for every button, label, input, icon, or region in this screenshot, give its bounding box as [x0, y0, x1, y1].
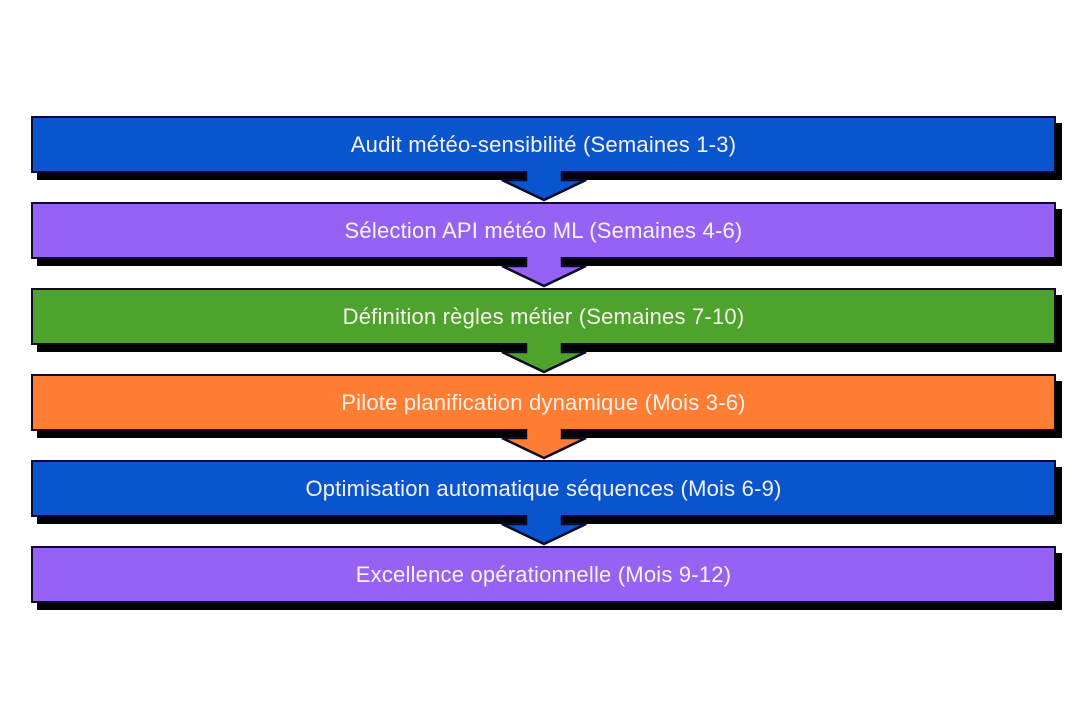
- down-arrow-icon: [500, 171, 587, 202]
- step-label: Optimisation automatique séquences (Mois…: [305, 475, 782, 501]
- process-step-3: Définition règles métier (Semaines 7-10): [31, 288, 1056, 374]
- process-step-6: Excellence opérationnelle (Mois 9-12): [31, 546, 1056, 603]
- process-flow-diagram: Audit météo-sensibilité (Semaines 1-3) S…: [31, 116, 1056, 603]
- process-step-4: Pilote planification dynamique (Mois 3-6…: [31, 374, 1056, 460]
- step-label: Audit météo-sensibilité (Semaines 1-3): [350, 131, 737, 157]
- step-bar: Optimisation automatique séquences (Mois…: [31, 460, 1056, 517]
- step-bar: Définition règles métier (Semaines 7-10): [31, 288, 1056, 345]
- step-bar: Audit météo-sensibilité (Semaines 1-3): [31, 116, 1056, 173]
- down-arrow-icon: [500, 429, 587, 460]
- process-step-2: Sélection API météo ML (Semaines 4-6): [31, 202, 1056, 288]
- step-bar: Sélection API météo ML (Semaines 4-6): [31, 202, 1056, 259]
- step-label: Sélection API météo ML (Semaines 4-6): [344, 217, 743, 243]
- step-label: Excellence opérationnelle (Mois 9-12): [355, 561, 732, 587]
- down-arrow-icon: [500, 515, 587, 546]
- down-arrow-icon: [500, 257, 587, 288]
- step-label: Définition règles métier (Semaines 7-10): [342, 303, 745, 329]
- step-bar: Excellence opérationnelle (Mois 9-12): [31, 546, 1056, 603]
- process-step-1: Audit météo-sensibilité (Semaines 1-3): [31, 116, 1056, 202]
- step-label: Pilote planification dynamique (Mois 3-6…: [341, 389, 746, 415]
- process-step-5: Optimisation automatique séquences (Mois…: [31, 460, 1056, 546]
- down-arrow-icon: [500, 343, 587, 374]
- step-bar: Pilote planification dynamique (Mois 3-6…: [31, 374, 1056, 431]
